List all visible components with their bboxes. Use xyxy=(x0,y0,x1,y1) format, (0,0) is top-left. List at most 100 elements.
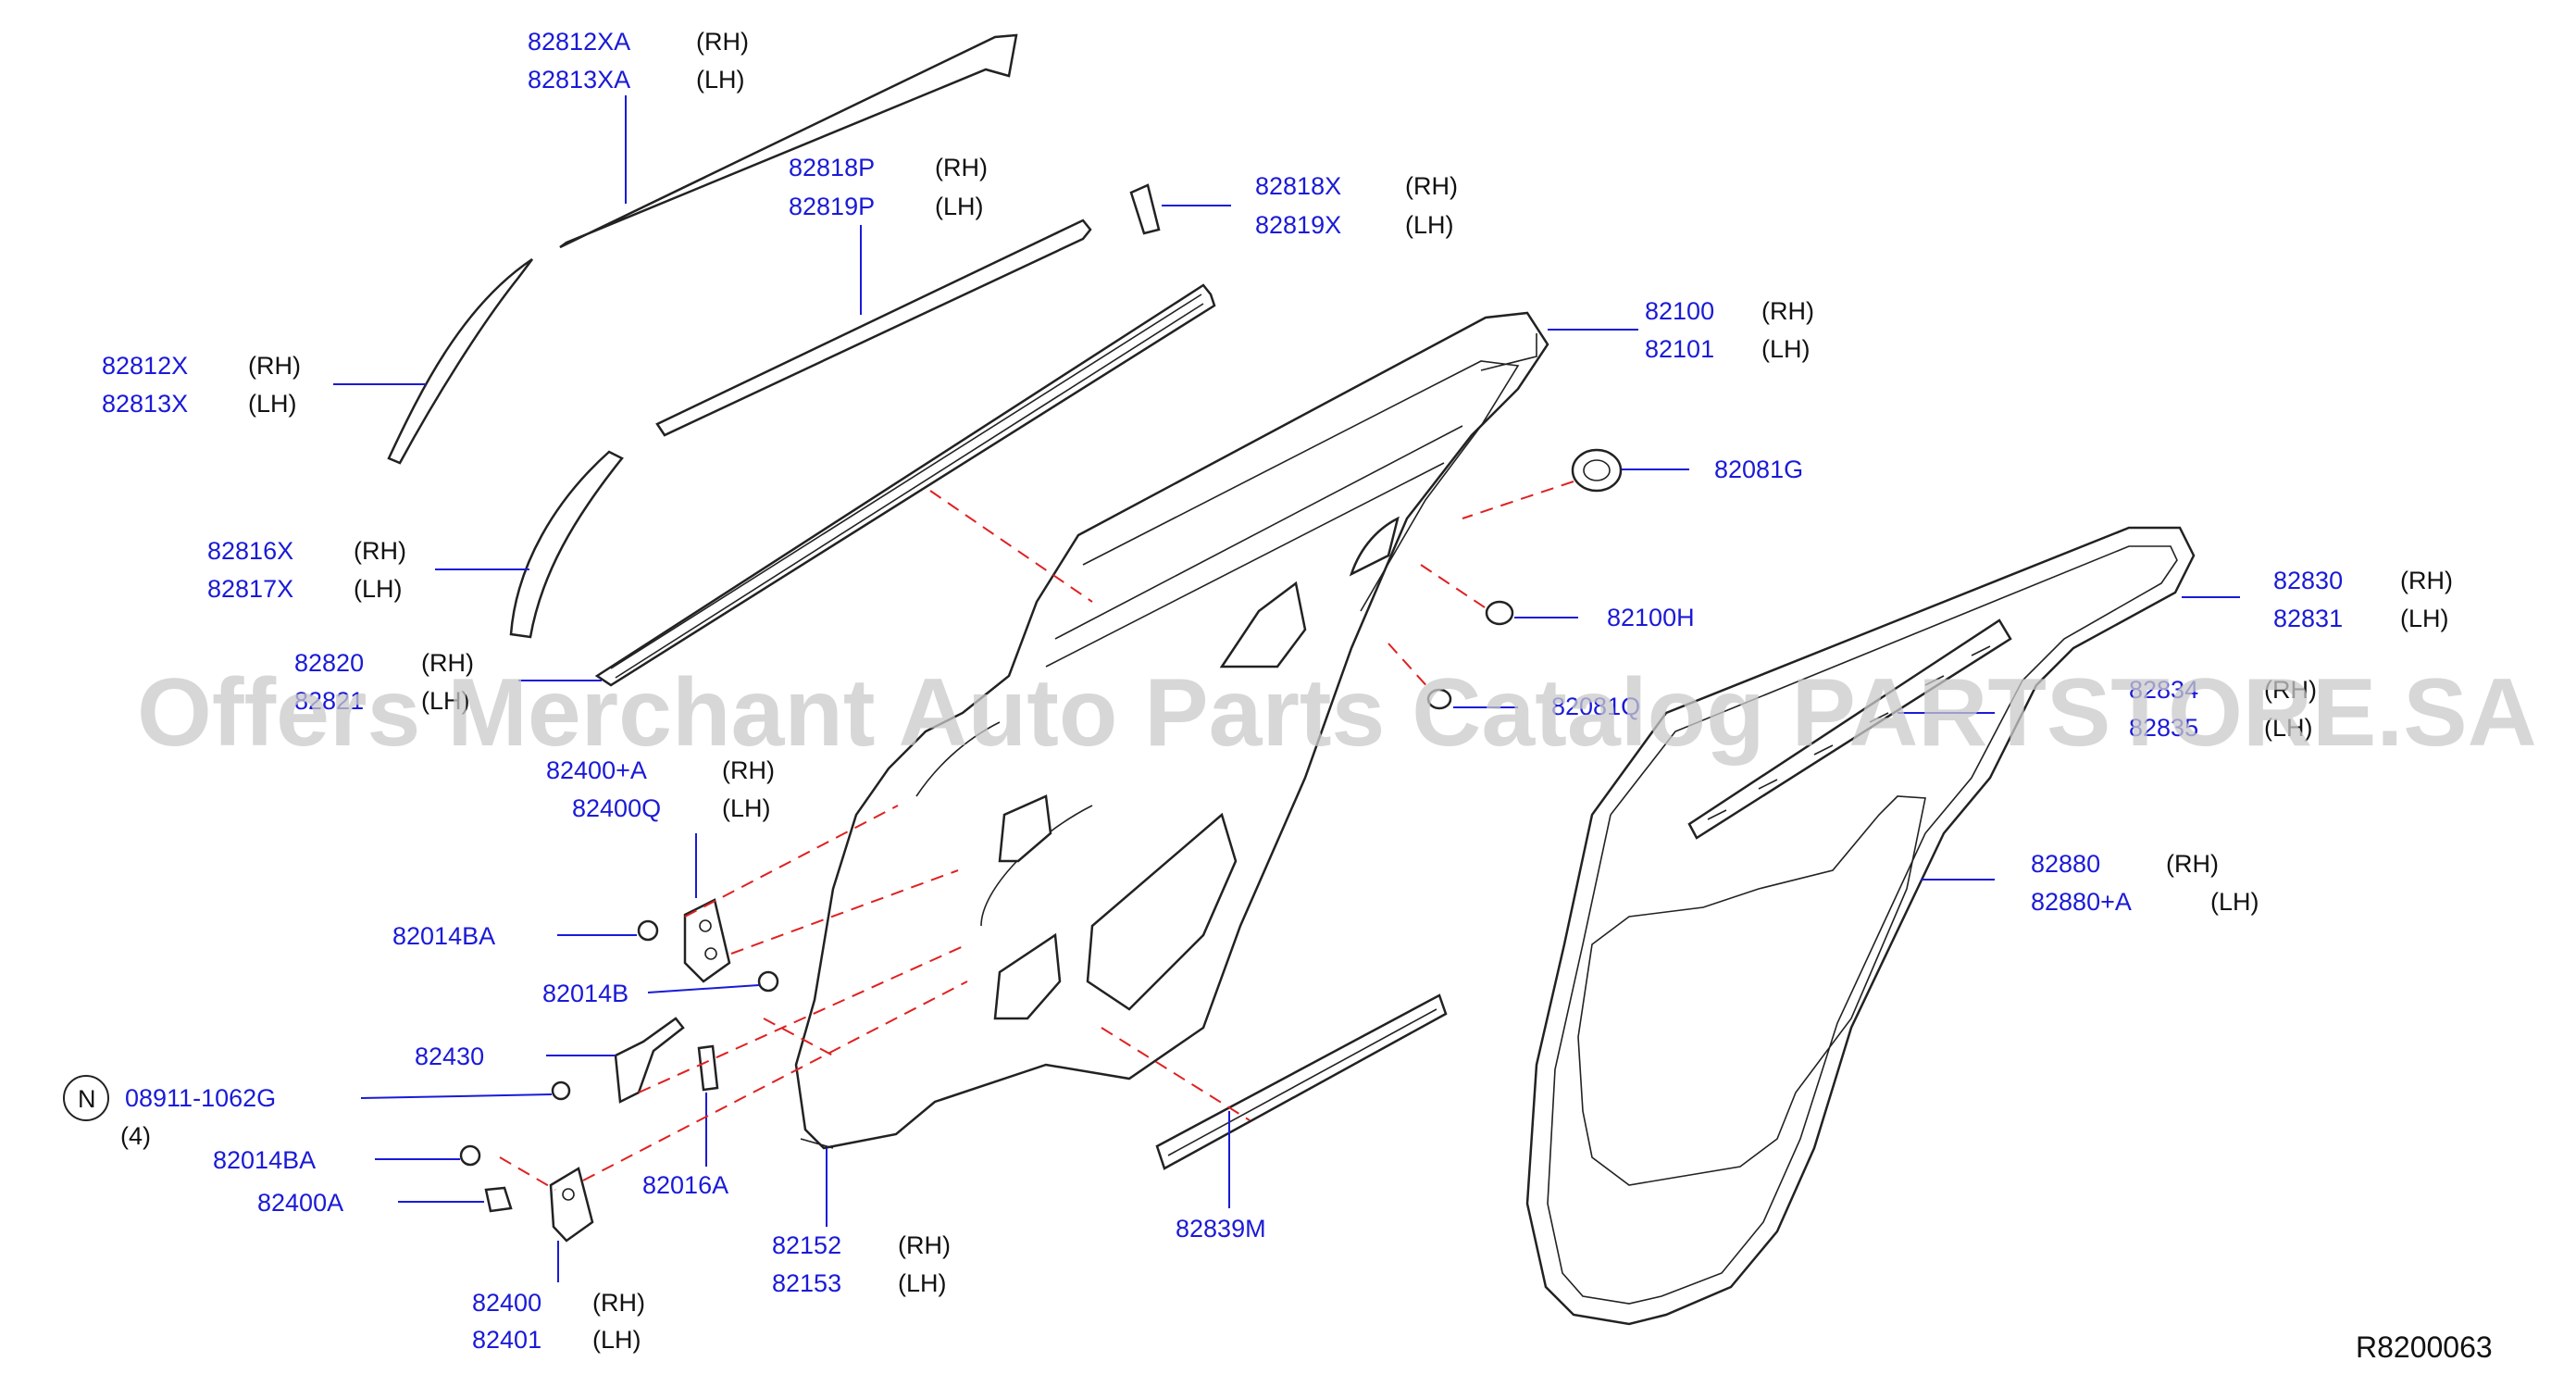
part-number[interactable]: 82812XA xyxy=(528,28,630,56)
part-number[interactable]: 82400 xyxy=(472,1289,541,1317)
part-number[interactable]: 82880+A xyxy=(2031,888,2132,916)
part-number[interactable]: 82400Q xyxy=(572,794,661,822)
side-label: (LH) xyxy=(2400,605,2449,632)
part-82400A-bolt[interactable] xyxy=(484,1186,513,1213)
part-82152[interactable] xyxy=(800,1138,834,1149)
callout-82016A[interactable]: 82016A xyxy=(642,1171,728,1199)
part-82400-lower-hinge[interactable] xyxy=(549,1167,594,1243)
callout-82081Q[interactable]: 82081Q xyxy=(1551,693,1640,720)
part-number[interactable]: 82081G xyxy=(1714,456,1803,483)
part-number[interactable]: 82880 xyxy=(2031,850,2100,878)
part-number[interactable]: 82834 xyxy=(2129,676,2198,704)
side-label: (RH) xyxy=(1405,172,1458,200)
callout-82839M[interactable]: 82839M xyxy=(1176,1215,1266,1243)
part-number[interactable]: 82813XA xyxy=(528,66,630,94)
part-82812X[interactable] xyxy=(387,257,533,465)
part-number[interactable]: 82830 xyxy=(2273,567,2343,594)
part-82880-sealing-screen[interactable] xyxy=(1577,795,1926,1186)
part-82014BA-nut-upper[interactable] xyxy=(637,919,659,942)
side-label: (RH) xyxy=(898,1231,951,1259)
part-number[interactable]: 82014B xyxy=(542,980,628,1007)
part-number[interactable]: 82153 xyxy=(772,1269,841,1297)
part-82014B-nut[interactable] xyxy=(757,970,779,993)
part-number[interactable]: 82812X xyxy=(102,352,188,380)
part-number[interactable]: 82430 xyxy=(415,1043,484,1070)
part-number[interactable]: 82401 xyxy=(472,1326,541,1354)
side-label: (LH) xyxy=(2264,714,2313,742)
callout-82081G[interactable]: 82081G xyxy=(1714,456,1803,483)
callout-82100H[interactable]: 82100H xyxy=(1607,604,1695,631)
part-82400-upper-hinge[interactable] xyxy=(683,898,731,983)
side-label: (LH) xyxy=(248,390,297,418)
part-82014BA-nut-lower[interactable] xyxy=(459,1144,481,1167)
callout-82816X[interactable]: 82816X (RH) 82817X (LH) xyxy=(207,537,406,603)
callout-82818X[interactable]: 82818X (RH) 82819X (LH) xyxy=(1255,172,1458,239)
part-number[interactable]: 82831 xyxy=(2273,605,2343,632)
part-number[interactable]: 82839M xyxy=(1176,1215,1266,1243)
n-badge-label: N xyxy=(78,1085,96,1113)
side-label: (LH) xyxy=(722,794,771,822)
part-82100-door-panel[interactable] xyxy=(794,311,1549,1150)
callout-82400+A[interactable]: 82400+A (RH) 82400Q (LH) xyxy=(546,756,775,822)
part-82016A-bolt[interactable] xyxy=(697,1044,719,1092)
callout-82014BA-upper[interactable]: 82014BA xyxy=(392,922,495,950)
part-number[interactable]: 82817X xyxy=(207,575,293,603)
part-82818P[interactable] xyxy=(655,219,1092,437)
side-label: (RH) xyxy=(421,649,474,677)
callout-08911-1062G[interactable]: N 08911-1062G (4) xyxy=(63,1075,276,1150)
part-number[interactable]: 82100H xyxy=(1607,604,1695,631)
part-number[interactable]: 82081Q xyxy=(1551,693,1640,720)
callout-82812XA[interactable]: 82812XA (RH) 82813XA (LH) xyxy=(528,28,749,94)
part-82818X[interactable] xyxy=(1129,183,1161,235)
part-number[interactable]: 82819X xyxy=(1255,211,1341,239)
part-82820[interactable] xyxy=(594,283,1216,687)
part-82081Q[interactable] xyxy=(1426,688,1452,710)
part-number[interactable]: 82816X xyxy=(207,537,293,565)
part-number[interactable]: 82818P xyxy=(789,154,875,181)
callout-82400A[interactable]: 82400A xyxy=(257,1189,343,1217)
callout-82400[interactable]: 82400 (RH) 82401 (LH) xyxy=(472,1289,645,1354)
part-82830-weatherstrip[interactable] xyxy=(1525,526,2196,1326)
part-number[interactable]: 82014BA xyxy=(213,1146,316,1174)
callout-82834[interactable]: 82834 (RH) 82835 (LH) xyxy=(2129,676,2317,742)
part-number[interactable]: 82014BA xyxy=(392,922,495,950)
side-label: (RH) xyxy=(354,537,406,565)
callout-82430[interactable]: 82430 xyxy=(415,1043,484,1070)
part-number[interactable]: 82821 xyxy=(294,687,364,715)
watermark-text: Offers Merchant Auto Parts Catalog PARTS… xyxy=(137,659,2537,767)
part-82812XA[interactable] xyxy=(559,33,1018,249)
side-label: (LH) xyxy=(2210,888,2259,916)
part-number[interactable]: 82100 xyxy=(1645,297,1714,325)
part-number[interactable]: 82400A xyxy=(257,1189,343,1217)
part-82430-check-link[interactable] xyxy=(614,1017,685,1104)
part-82100H[interactable] xyxy=(1485,600,1514,626)
part-number[interactable]: 82835 xyxy=(2129,714,2198,742)
callout-82014BA-lower[interactable]: 82014BA xyxy=(213,1146,316,1174)
side-label: (RH) xyxy=(696,28,749,56)
part-82081G[interactable] xyxy=(1571,448,1623,493)
callout-82812X[interactable]: 82812X (RH) 82813X (LH) xyxy=(102,352,301,418)
callout-82880[interactable]: 82880 (RH) 82880+A (LH) xyxy=(2031,850,2259,916)
callout-82820[interactable]: 82820 (RH) 82821 (LH) xyxy=(294,649,474,715)
part-number[interactable]: 82016A xyxy=(642,1171,728,1199)
part-08911-nut[interactable] xyxy=(551,1080,571,1101)
part-number[interactable]: 82819P xyxy=(789,193,875,220)
part-number[interactable]: 82400+A xyxy=(546,756,647,784)
callout-82014B[interactable]: 82014B xyxy=(542,980,628,1007)
callout-82818P[interactable]: 82818P (RH) 82819P (LH) xyxy=(789,154,988,220)
n-circle-badge xyxy=(63,1075,109,1121)
part-number[interactable]: 82813X xyxy=(102,390,188,418)
part-82816X[interactable] xyxy=(509,450,624,639)
side-label: (RH) xyxy=(2166,850,2219,878)
part-number[interactable]: 82820 xyxy=(294,649,364,677)
part-number[interactable]: 82101 xyxy=(1645,335,1714,363)
callout-82830[interactable]: 82830 (RH) 82831 (LH) xyxy=(2273,567,2453,632)
side-label: (RH) xyxy=(935,154,988,181)
part-number[interactable]: 08911-1062G xyxy=(125,1084,276,1112)
part-number[interactable]: 82818X xyxy=(1255,172,1341,200)
part-number[interactable]: 82152 xyxy=(772,1231,841,1259)
side-label: (RH) xyxy=(1761,297,1814,325)
callout-82152[interactable]: 82152 (RH) 82153 (LH) xyxy=(772,1231,951,1297)
callout-82100[interactable]: 82100 (RH) 82101 (LH) xyxy=(1645,297,1814,363)
